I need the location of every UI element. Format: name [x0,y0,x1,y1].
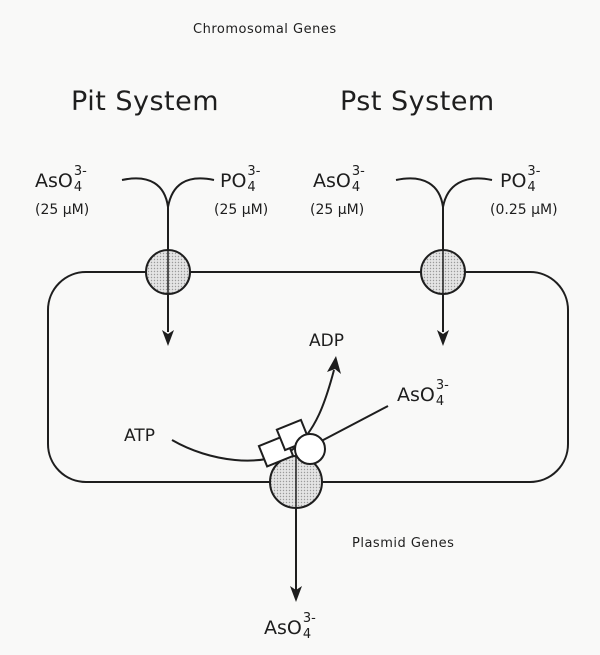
pit-arsenate-concentration: (25 µM) [35,202,90,218]
plasmid-genes-label: Plasmid Genes [352,536,455,551]
pst-arsenate-concentration: (25 µM) [310,202,365,218]
adp-label: ADP [309,331,344,351]
pst-arsenate-path [395,177,444,208]
atp-to-adp-path [171,369,335,462]
pit-phosphate-path [167,177,215,208]
pit-system-label: Pit System [71,86,220,117]
pst-phosphate-path [442,177,493,208]
chromosomal-genes-title: Chromosomal Genes [193,22,337,37]
pit-arsenate-path [121,177,169,208]
adp-arrowhead [327,356,341,374]
arsa-atpase [257,418,326,468]
pit-inward-arrowhead [162,330,174,346]
atp-label: ATP [124,426,155,446]
pst-phosphate-concentration: (0.25 µM) [490,202,558,218]
pst-system-label: Pst System [340,86,495,117]
efflux-arrowhead [290,586,302,602]
pit-phosphate-concentration: (25 µM) [214,202,269,218]
pst-inward-arrowhead [437,330,449,346]
atpase-binding-site [294,433,326,465]
